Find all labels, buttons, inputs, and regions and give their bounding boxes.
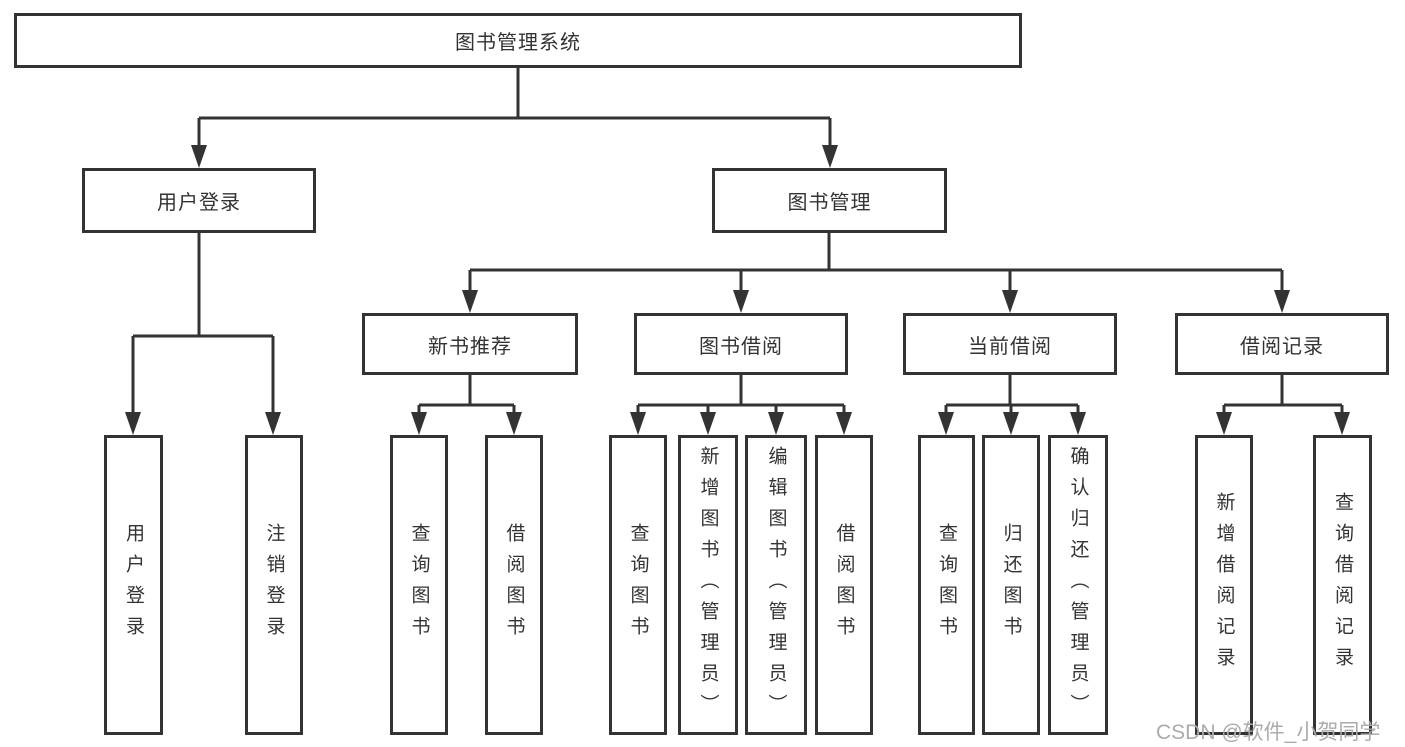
node-leaf-cb-return-book: 归还图书 [982,435,1040,735]
node-current-borrow: 当前借阅 [903,313,1117,375]
node-leaf-rec-query-book-label: 查询图书 [408,523,430,647]
node-leaf-bb-query-book-label: 查询图书 [627,523,649,647]
node-leaf-bb-edit-book-admin-label: 编辑图书（管理员） [765,445,787,725]
node-leaf-cb-confirm-return-admin: 确认归还（管理员） [1048,435,1108,735]
node-borrow-record-label: 借阅记录 [1240,335,1324,358]
node-leaf-user-login: 用户登录 [104,435,163,735]
node-leaf-bb-borrow-book: 借阅图书 [815,435,873,735]
node-library-system: 图书管理系统 [14,13,1022,68]
node-book-borrow: 图书借阅 [634,313,848,375]
node-leaf-br-query-record: 查询借阅记录 [1313,435,1372,735]
node-leaf-br-add-record: 新增借阅记录 [1195,435,1253,735]
node-leaf-user-login-label: 用户登录 [123,523,144,647]
node-leaf-rec-borrow-book: 借阅图书 [485,435,543,735]
node-leaf-logout: 注销登录 [245,435,303,735]
node-leaf-br-query-record-label: 查询借阅记录 [1332,492,1353,678]
node-leaf-bb-add-book-admin: 新增图书（管理员） [678,435,738,735]
node-leaf-bb-query-book: 查询图书 [609,435,667,735]
node-book-management: 图书管理 [712,168,947,233]
node-leaf-logout-label: 注销登录 [263,523,285,647]
node-current-borrow-label: 当前借阅 [968,335,1052,358]
csdn-watermark: CSDN @软件_小贺同学 [1156,721,1381,744]
node-leaf-bb-add-book-admin-label: 新增图书（管理员） [697,445,719,725]
node-leaf-br-add-record-label: 新增借阅记录 [1213,492,1235,678]
node-user-login: 用户登录 [82,168,316,233]
node-leaf-rec-borrow-book-label: 借阅图书 [503,523,525,647]
node-new-book-recommend: 新书推荐 [362,313,578,375]
node-new-book-recommend-label: 新书推荐 [428,335,512,358]
node-leaf-bb-edit-book-admin: 编辑图书（管理员） [745,435,807,735]
node-library-system-label: 图书管理系统 [455,32,581,54]
node-leaf-cb-return-book-label: 归还图书 [1000,523,1022,647]
node-borrow-record: 借阅记录 [1175,313,1389,375]
node-user-login-label: 用户登录 [157,192,241,214]
node-leaf-bb-borrow-book-label: 借阅图书 [833,523,855,647]
node-leaf-cb-query-book: 查询图书 [918,435,975,735]
node-leaf-rec-query-book: 查询图书 [390,435,448,735]
node-leaf-cb-confirm-return-admin-label: 确认归还（管理员） [1067,445,1089,725]
node-book-management-label: 图书管理 [787,192,872,214]
node-leaf-cb-query-book-label: 查询图书 [936,523,957,647]
node-book-borrow-label: 图书借阅 [699,335,783,358]
